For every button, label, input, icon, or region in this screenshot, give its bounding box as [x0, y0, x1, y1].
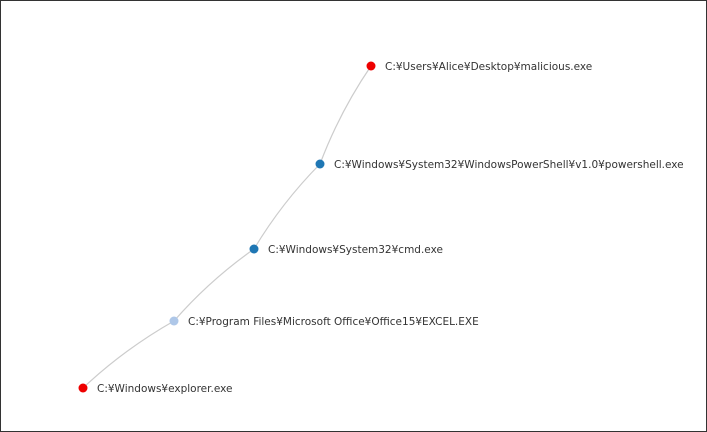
node-excel[interactable]: C:¥Program Files¥Microsoft Office¥Office… [169, 316, 479, 328]
node-powershell[interactable]: C:¥Windows¥System32¥WindowsPowerShell¥v1… [315, 159, 684, 171]
node-label-malicious: C:¥Users¥Alice¥Desktop¥malicious.exe [385, 61, 592, 73]
node-dot-malicious[interactable] [366, 61, 376, 71]
node-label-excel: C:¥Program Files¥Microsoft Office¥Office… [188, 316, 479, 328]
edge-cmd-to-powershell [253, 163, 321, 250]
node-dot-powershell[interactable] [315, 159, 325, 169]
edge-layer [82, 65, 372, 389]
node-dot-cmd[interactable] [249, 244, 259, 254]
edge-explorer-to-excel [82, 320, 175, 389]
node-label-cmd: C:¥Windows¥System32¥cmd.exe [268, 244, 443, 256]
node-malicious[interactable]: C:¥Users¥Alice¥Desktop¥malicious.exe [366, 61, 593, 73]
node-label-powershell: C:¥Windows¥System32¥WindowsPowerShell¥v1… [334, 159, 684, 171]
edge-excel-to-cmd [173, 248, 255, 322]
node-dot-excel[interactable] [169, 316, 179, 326]
node-dot-explorer[interactable] [78, 383, 88, 393]
node-explorer[interactable]: C:¥Windows¥explorer.exe [78, 383, 233, 395]
node-cmd[interactable]: C:¥Windows¥System32¥cmd.exe [249, 244, 443, 256]
edge-powershell-to-malicious [319, 65, 372, 165]
node-label-explorer: C:¥Windows¥explorer.exe [97, 383, 232, 395]
node-layer: C:¥Users¥Alice¥Desktop¥malicious.exeC:¥W… [78, 61, 684, 395]
